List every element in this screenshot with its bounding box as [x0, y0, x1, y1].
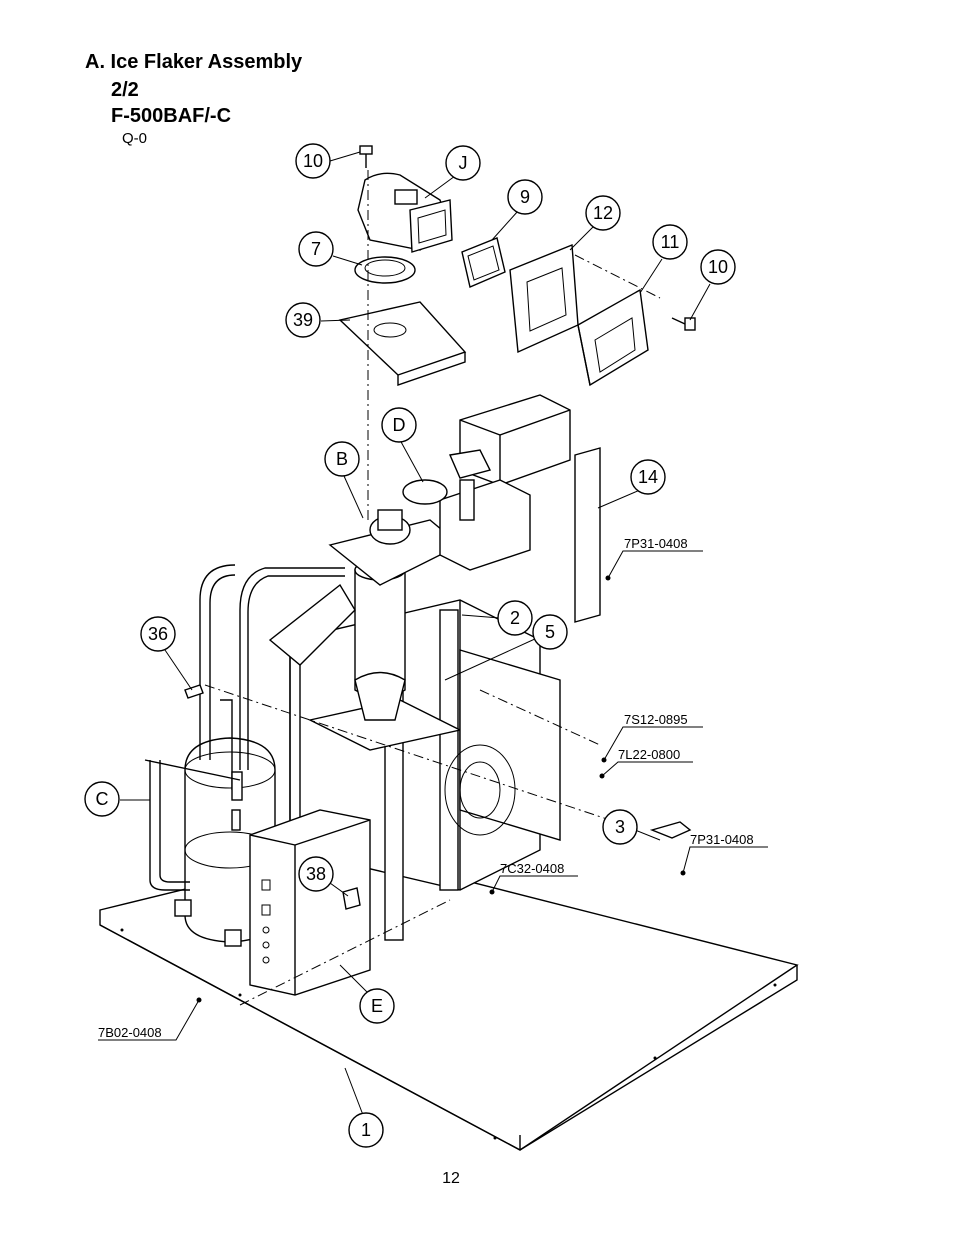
bracket-drawing: [574, 447, 601, 623]
callout-b: B: [324, 441, 360, 477]
callout-38: 38: [298, 856, 334, 892]
evaporator-drawing: [268, 509, 462, 721]
callout-e-label: E: [371, 996, 383, 1016]
callout-10-right-label: 10: [708, 257, 728, 277]
callout-12: 12: [585, 195, 621, 231]
callout-11-label: 11: [661, 232, 680, 252]
callout-7: 7: [298, 231, 334, 267]
callout-3: 3: [602, 809, 638, 845]
callout-12-label: 12: [593, 203, 613, 223]
explode-lines: [204, 170, 661, 1006]
callout-e: E: [359, 988, 395, 1024]
callout-j: J: [445, 145, 481, 181]
callout-2: 2: [497, 600, 533, 636]
callout-36-label: 36: [148, 624, 168, 644]
callout-7-label: 7: [311, 239, 321, 259]
callout-14: 14: [630, 459, 666, 495]
part-number-7p31-lower: 7P31-0408: [690, 832, 754, 847]
page-number: 12: [442, 1170, 460, 1187]
piping-drawing: [144, 564, 345, 831]
part-number-7p31-upper: 7P31-0408: [624, 536, 688, 551]
part-number-leaders: [98, 550, 768, 1041]
part-number-7c32: 7C32-0408: [500, 861, 564, 876]
callout-39: 39: [285, 302, 321, 338]
callout-14-label: 14: [638, 467, 658, 487]
bolt-drawings: [184, 145, 696, 910]
cover-plate-drawing: [338, 301, 467, 386]
callout-10-top: 10: [295, 143, 331, 179]
assembly-title: A. Ice Flaker Assembly: [85, 51, 303, 73]
plate-drawing: [509, 243, 579, 354]
chute-11-drawing: [577, 288, 649, 387]
callout-11: 11: [652, 224, 688, 260]
callout-d-label: D: [393, 415, 406, 435]
callout-b-label: B: [336, 449, 348, 469]
callout-9: 9: [507, 179, 543, 215]
callout-2-label: 2: [510, 608, 520, 628]
callout-10-top-label: 10: [303, 151, 323, 171]
callout-j-label: J: [459, 153, 468, 173]
callout-d: D: [381, 407, 417, 443]
control-box-drawing: [249, 809, 371, 996]
chute-j-drawing: [357, 172, 453, 253]
ring-drawing: [354, 256, 416, 284]
callout-36: 36: [140, 616, 176, 652]
callout-10-right: 10: [700, 249, 736, 285]
part-number-7l22: 7L22-0800: [618, 747, 680, 762]
callout-38-label: 38: [306, 864, 326, 884]
callout-9-label: 9: [520, 187, 530, 207]
callout-5: 5: [532, 614, 568, 650]
part-number-7s12: 7S12-0895: [624, 712, 688, 727]
callout-1-label: 1: [361, 1120, 371, 1140]
gear-motor-drawing: [402, 394, 571, 571]
callout-5-label: 5: [545, 622, 555, 642]
gasket-drawing: [461, 237, 506, 288]
sheet-indicator: 2/2: [111, 79, 139, 101]
callout-3-label: 3: [615, 817, 625, 837]
revision-code: Q-0: [122, 130, 148, 147]
leader-lines: [120, 151, 711, 1116]
callout-39-label: 39: [293, 310, 313, 330]
callout-c-label: C: [96, 789, 109, 809]
callout-1: 1: [348, 1112, 384, 1148]
model-number: F-500BAF/-C: [111, 105, 232, 127]
callout-c: C: [84, 781, 120, 817]
part-number-7b02: 7B02-0408: [98, 1025, 162, 1040]
